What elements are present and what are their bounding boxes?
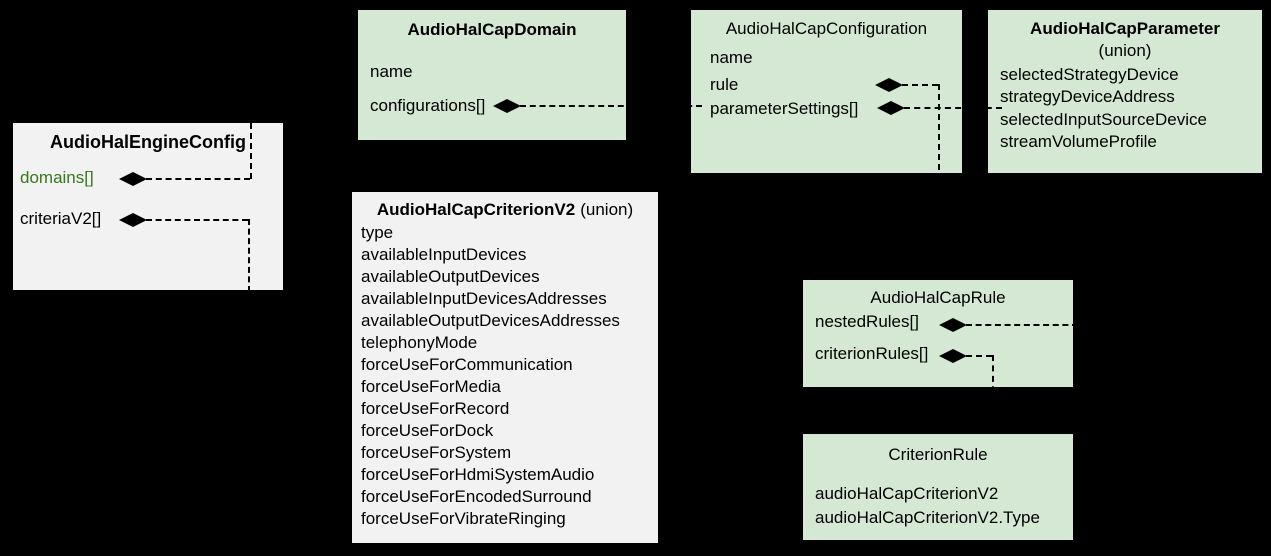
aggregation-diamond-icon-criterion-rules [939,348,967,364]
field-rule: rule [710,75,739,94]
connector-rule-horizontal [902,84,938,86]
field-configurations: configurations[] [370,96,486,115]
connector-domains-horizontal [146,178,250,180]
connector-criteria-v2-horizontal [146,219,248,221]
field-audio-hal-cap-criterion-v2: audioHalCapCriterionV2 [815,484,999,503]
field-criterion-rules: criterionRules[] [815,344,929,363]
field-parameter-settings: parameterSettings[] [710,99,859,118]
connector-nested-rules-horizontal [966,324,1078,326]
class-title: CriterionRule [888,445,988,464]
class-title-main: AudioHalCapCriterionV2 [376,200,576,219]
field-domains: domains[] [20,168,94,187]
field-force-use-for-system: forceUseForSystem [361,443,512,462]
field-selected-input-source-device: selectedInputSourceDevice [1000,110,1207,129]
field-force-use-for-encoded-surround: forceUseForEncodedSurround [361,487,592,506]
field-stream-volume-profile: streamVolumeProfile [1000,132,1157,151]
class-title: AudioHalCapCriterionV2(union) [352,200,658,220]
class-box-audio-hal-cap-criterion-v2: AudioHalCapCriterionV2(union) type avail… [352,192,658,543]
aggregation-diamond-icon-criteria-v2 [119,212,147,228]
field-force-use-for-record: forceUseForRecord [361,399,510,418]
aggregation-diamond-icon-rule [875,77,903,93]
field-force-use-for-media: forceUseForMedia [361,377,501,396]
aggregation-diamond-icon-configurations [493,98,521,114]
field-available-input-devices: availableInputDevices [361,245,527,264]
class-title-suffix: (union) [580,200,634,219]
class-title: AudioHalCapConfiguration [725,19,928,38]
aggregation-diamond-icon-domains [119,171,147,187]
field-criteria-v2: criteriaV2[] [20,209,102,228]
class-subtitle: (union) [1098,41,1152,60]
field-available-output-devices-addresses: availableOutputDevicesAddresses [361,311,620,330]
connector-criterion-rules-horizontal [966,355,992,357]
class-box-criterion-rule: CriterionRule audioHalCapCriterionV2 aud… [803,434,1073,540]
field-nested-rules: nestedRules[] [815,312,919,331]
field-force-use-for-vibrate-ringing: forceUseForVibrateRinging [361,509,566,528]
class-title: AudioHalCapDomain [407,20,577,39]
aggregation-diamond-icon-nested-rules [939,317,967,333]
field-name: name [710,48,753,67]
field-available-input-devices-addresses: availableInputDevicesAddresses [361,289,607,308]
field-audio-hal-cap-criterion-v2-type: audioHalCapCriterionV2.Type [815,508,1040,527]
class-box-audio-hal-cap-domain: AudioHalCapDomain name configurations[] [358,10,626,140]
class-title: AudioHalEngineConfig [50,132,246,152]
class-title: AudioHalCapParameter [1030,19,1220,38]
field-selected-strategy-device: selectedStrategyDevice [1000,65,1179,84]
field-name: name [370,62,413,81]
connector-rule-vertical [938,84,940,280]
class-box-audio-hal-cap-rule: AudioHalCapRule nestedRules[] criterionR… [803,280,1073,387]
field-type: type [361,223,394,242]
connector-parameter-settings-horizontal [904,107,1002,109]
class-box-audio-hal-engine-config: AudioHalEngineConfig domains[] criteriaV… [13,123,283,290]
class-title: AudioHalCapRule [870,288,1006,307]
connector-criteria-v2-vertical [248,219,250,292]
connector-domains-vertical [250,123,252,179]
field-force-use-for-hdmi-system-audio: forceUseForHdmiSystemAudio [361,465,595,484]
class-box-audio-hal-cap-parameter: AudioHalCapParameter (union) selectedStr… [988,10,1262,173]
field-strategy-device-address: strategyDeviceAddress [1000,87,1175,106]
field-telephony-mode: telephonyMode [361,333,478,352]
class-box-audio-hal-cap-configuration: AudioHalCapConfiguration name rule param… [691,10,962,173]
field-force-use-for-dock: forceUseForDock [361,421,494,440]
field-force-use-for-communication: forceUseForCommunication [361,355,573,374]
connector-configurations-horizontal [520,105,702,107]
connector-criterion-rules-vertical [992,355,994,434]
field-available-output-devices: availableOutputDevices [361,267,540,286]
aggregation-diamond-icon-parameter-settings [877,100,905,116]
